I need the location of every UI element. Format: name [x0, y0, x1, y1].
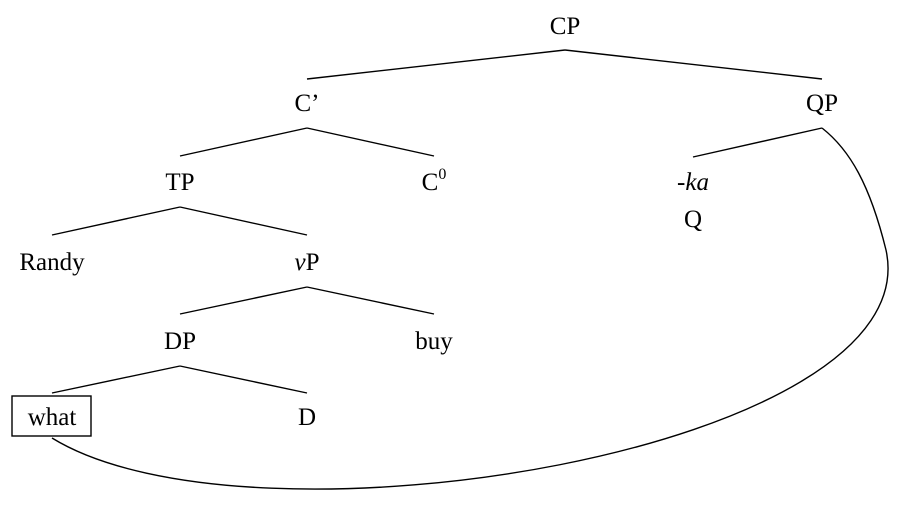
node-vp-p: P	[306, 249, 320, 276]
node-c0: C0	[422, 166, 447, 196]
node-c-bar: C’	[295, 90, 320, 117]
node-c0-superscript: 0	[438, 166, 446, 183]
node-cp: CP	[550, 13, 581, 40]
movement-arc	[51, 127, 889, 490]
branch-tp-vp	[179, 206, 308, 236]
node-c0-base: C	[422, 169, 439, 196]
node-vp: vP	[294, 249, 319, 276]
branch-cp-cbar	[306, 49, 566, 80]
branch-cp-qp	[564, 49, 823, 80]
node-buy: buy	[415, 328, 453, 355]
node-ka: -ka	[677, 169, 709, 196]
tree-nodes: CP C’ QP TP C0 -ka Q Randy vP DP buy wha…	[19, 13, 838, 431]
tree-branches	[51, 49, 823, 394]
node-what: what	[28, 404, 77, 431]
branch-cbar-tp	[179, 127, 308, 157]
branch-dp-d	[179, 365, 308, 394]
branch-cbar-c0	[306, 127, 435, 157]
node-q: Q	[684, 206, 702, 233]
node-qp: QP	[806, 90, 838, 117]
branch-vp-dp	[179, 286, 308, 315]
what-highlight-box	[11, 395, 92, 437]
node-dp: DP	[164, 328, 196, 355]
branch-qp-ka	[692, 127, 823, 158]
node-tp: TP	[165, 169, 194, 196]
node-d: D	[298, 404, 316, 431]
node-vp-v: v	[294, 249, 306, 276]
branch-dp-what	[51, 365, 181, 394]
branch-tp-randy	[51, 206, 181, 236]
branch-vp-buy	[306, 286, 435, 315]
node-randy: Randy	[19, 249, 85, 276]
